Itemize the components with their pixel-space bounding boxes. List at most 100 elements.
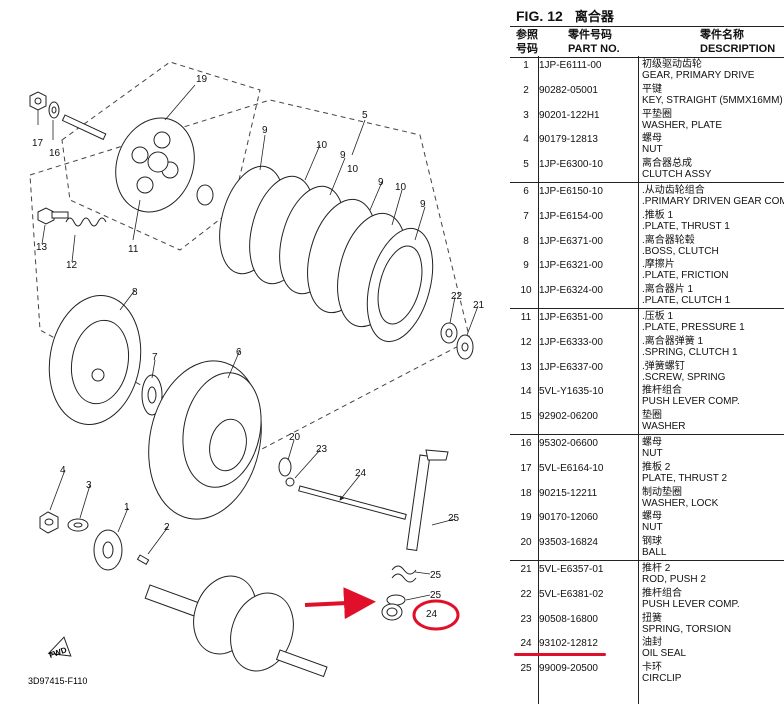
group-separator	[510, 434, 784, 435]
part-name-cn: .压板 1	[642, 311, 674, 322]
part-name-cn: 制动垫圈	[642, 486, 682, 498]
part-number: 5VL-E6357-01	[539, 564, 604, 575]
part-number: 5VL-Y1635-10	[539, 386, 604, 398]
part-name-cn: 推杆组合	[642, 385, 682, 397]
part-number: 90201-122H1	[539, 109, 600, 121]
ref-number: 6	[523, 186, 529, 197]
part-name-en: CIRCLIP	[642, 673, 682, 685]
nut-4-drawing	[39, 511, 59, 534]
part-number: 1JP-E6371-00	[539, 235, 603, 247]
part-name-en: WASHER, LOCK	[642, 497, 719, 509]
callout-1: 1	[124, 502, 130, 513]
part-name-cn: 离合器总成	[642, 158, 692, 170]
washer-15-drawing	[48, 101, 60, 119]
thrust-plate-7-drawing	[141, 374, 163, 416]
part-name-en: NUT	[642, 144, 663, 156]
part-name-cn: 初级驱动齿轮	[642, 59, 702, 70]
primary-gear-1-drawing	[93, 529, 123, 571]
part-name-en: .PLATE, FRICTION	[642, 270, 729, 282]
part-name-cn: 平键	[642, 83, 662, 95]
col-desc-en: DESCRIPTION	[700, 43, 776, 55]
part-name-cn: 油封	[642, 637, 662, 649]
part-number: 1JP-E6324-00	[539, 285, 603, 297]
washer-3-drawing	[67, 518, 89, 532]
part-number: 1JP-E6111-00	[539, 60, 602, 71]
fwd-arrow-icon: FWD	[47, 636, 72, 660]
part-name-cn: 钢球	[642, 536, 662, 548]
part-name-cn: 推杆组合	[642, 587, 682, 599]
callout-2: 2	[164, 522, 170, 533]
part-name-en: NUT	[642, 448, 663, 459]
part-name-en: .PLATE, CLUTCH 1	[642, 295, 731, 307]
key-2-drawing	[136, 554, 150, 566]
part-number: 5VL-E6381-02	[539, 588, 604, 600]
callout-11: 11	[128, 244, 139, 255]
part-name-en: WASHER	[642, 421, 686, 433]
oil-seal-24-drawing	[381, 603, 403, 621]
ref-number: 25	[520, 663, 532, 675]
push-rod-21-drawing	[298, 485, 407, 520]
ref-number: 2	[523, 84, 529, 96]
circlip-25-drawing	[386, 594, 406, 606]
callout-25: 25	[430, 590, 442, 601]
table-row: 10 1JP-E6324-00 .离合器片 1.PLATE, CLUTCH 1	[510, 284, 784, 309]
part-name-cn: .推板 1	[642, 209, 674, 221]
part-name-en: WASHER, PLATE	[642, 119, 723, 131]
callout-15: 16	[49, 148, 61, 159]
ref-number: 10	[520, 285, 532, 297]
part-name-en: PUSH LEVER COMP.	[642, 396, 740, 408]
part-name-cn: .离合器片 1	[642, 284, 694, 296]
exploded-parts-diagram: FWD 19 17 16 5 9	[28, 61, 485, 686]
callout-7: 7	[152, 352, 158, 363]
col-part-en: PART NO.	[568, 43, 620, 55]
callout-23: 25	[430, 570, 442, 581]
part-name-cn: .离合器弹簧 1	[642, 335, 704, 347]
part-name-en: .PLATE, THRUST 1	[642, 220, 730, 232]
part-name-cn: 螺母	[642, 511, 662, 523]
washer-18-drawing	[456, 334, 474, 360]
ref-number: 22	[520, 588, 532, 600]
group-separator	[510, 560, 784, 561]
part-name-cn: .离合器轮毂	[642, 234, 695, 246]
driven-gear-6-drawing	[148, 360, 262, 520]
ref-number: 24	[520, 638, 532, 650]
push-lever-22-drawing	[406, 449, 449, 552]
part-name-en: CLUTCH ASSY	[642, 169, 712, 181]
ref-number: 7	[523, 210, 529, 222]
callout-16: 17	[32, 138, 44, 149]
part-name-en: ROD, PUSH 2	[642, 574, 706, 585]
part-name-cn: 螺母	[642, 133, 662, 145]
fig-title-cn: 离合器	[574, 9, 614, 24]
col-part-cn: 零件号码	[568, 29, 612, 41]
ref-number: 11	[520, 312, 532, 323]
fig-label: FIG.	[516, 8, 544, 24]
ref-number: 4	[523, 134, 529, 146]
part-name-cn: 扭簧	[642, 612, 662, 624]
part-name-en: PLATE, THRUST 2	[642, 472, 728, 484]
part-number: 1JP-E6333-00	[539, 336, 603, 348]
ref-number: 19	[520, 512, 532, 524]
ref-number: 1	[523, 60, 529, 71]
callout-10a: 10	[316, 140, 328, 151]
red-underline-annotation	[514, 653, 606, 656]
screw-13-drawing	[37, 207, 69, 225]
callout-9b: 9	[340, 150, 346, 161]
col-desc-cn: 零件名称	[700, 29, 744, 41]
part-number: 5VL-E6164-10	[539, 462, 604, 474]
diagram-code: 3D97415-F110	[28, 676, 87, 686]
callout-9d: 9	[420, 199, 426, 210]
callout-24: 24	[426, 609, 438, 620]
part-name-en: PUSH LEVER COMP.	[642, 598, 740, 610]
callout-19: 22	[451, 291, 463, 302]
clutch-plates-drawing	[219, 165, 434, 343]
